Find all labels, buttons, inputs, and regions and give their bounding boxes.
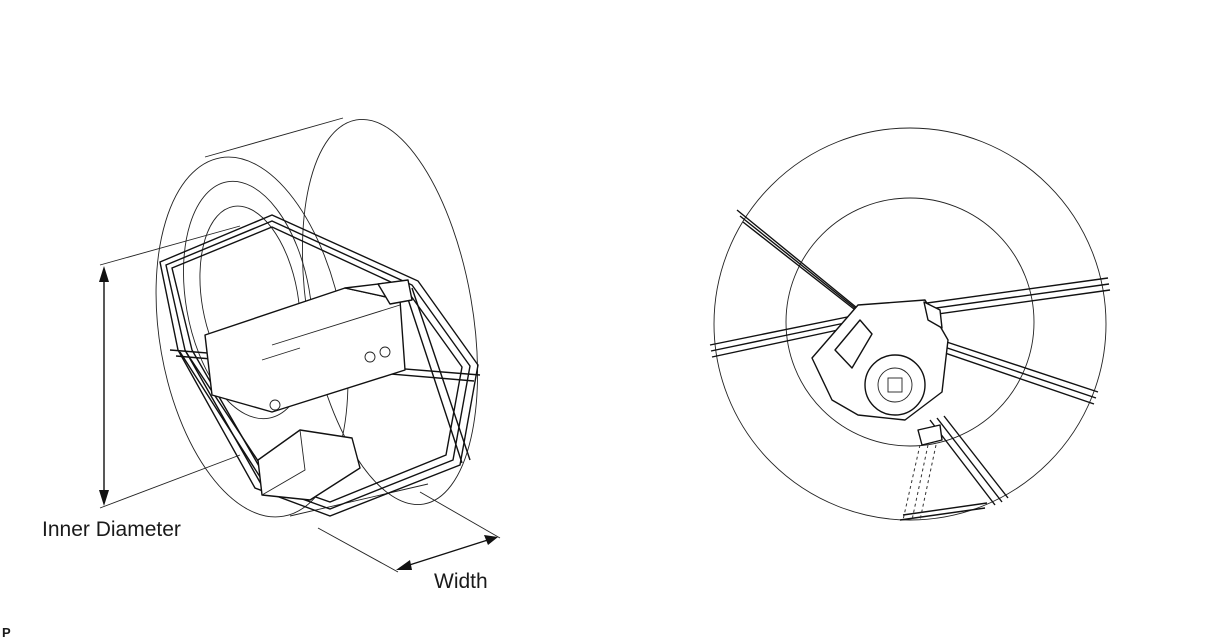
fan-inner-circle [785,197,1035,447]
figure-code: P [2,625,11,640]
front-motor-mount [811,299,949,421]
motor-shaft-inner [877,367,913,403]
lower-clip [899,424,988,521]
motor-shaft-nut [887,377,903,393]
blower-isometric-view [99,117,501,573]
fan-outer-circle [713,127,1107,521]
motor-shaft-outer [864,354,926,416]
fan-inner-ring-outer [183,180,313,420]
fan-drum-top-edge [204,117,344,158]
width-dimension [317,491,501,573]
inner-diameter-dimension [99,225,241,509]
fan-drum-bottom-edge [289,483,429,517]
width-label: Width [434,570,488,593]
inner-diameter-label: Inner Diameter [42,518,181,541]
blower-motor [204,279,413,501]
blower-front-view [709,127,1111,521]
